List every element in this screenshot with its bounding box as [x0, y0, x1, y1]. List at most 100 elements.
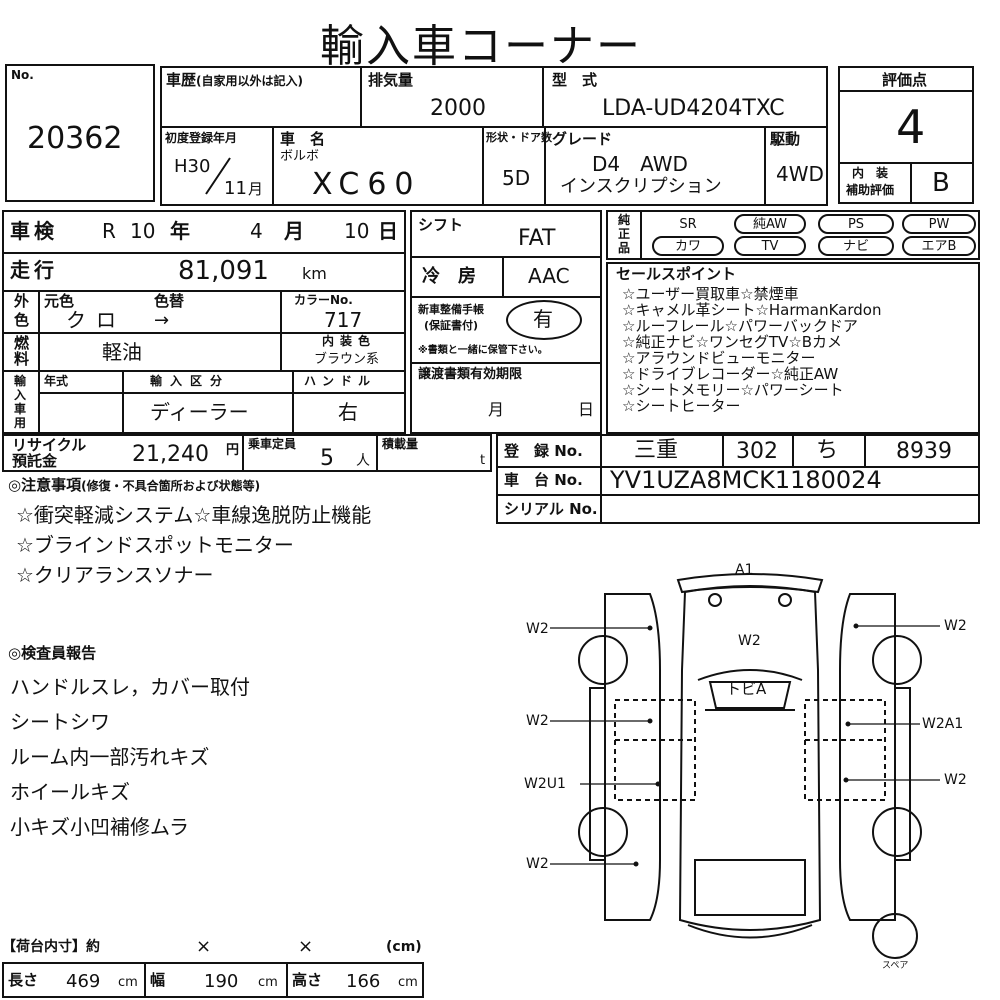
shaken-year: 10 — [130, 219, 156, 243]
diagram-right-mark-3: W2 — [944, 772, 967, 788]
import-side-2: 入 — [14, 388, 27, 402]
import-side-3: 車 — [14, 402, 27, 416]
car-maker: ボルボ — [280, 149, 320, 164]
note-line: ☆衝突軽減システム☆車線逸脱防止機能 — [16, 503, 372, 527]
capacity-unit: 人 — [356, 453, 370, 469]
first-reg-month: 11 — [224, 178, 247, 199]
recycle-label1: リサイクル — [12, 436, 87, 454]
diagram-spare-label: スペア — [882, 961, 909, 971]
ext-color-side1: 外 — [14, 292, 30, 310]
score-box: 評価点 4 内 装 補助評価 B — [838, 66, 974, 204]
interior-score-value: B — [932, 168, 950, 198]
fuel-side1: 燃 — [14, 334, 30, 352]
notes-heading: ◎注意事項(修復・不具合箇所および状態等) — [8, 476, 261, 494]
aircon-value: AAC — [528, 264, 570, 288]
diagram-right-mark-1: W2 — [944, 618, 967, 634]
equip-ps: PS — [818, 214, 894, 234]
color-no-label: カラーNo. — [294, 293, 353, 307]
model-type-value: LDA-UD4204TXC — [602, 96, 785, 121]
sales-point-line: ☆ドライブレコーダー☆純正AW — [622, 365, 839, 383]
handle-label: ハンドル — [304, 374, 377, 388]
import-side-1: 輸 — [14, 374, 27, 388]
interior-score-label1: 内 装 — [852, 166, 889, 180]
fuel-value: 軽油 — [102, 340, 142, 364]
displacement-value: 2000 — [430, 96, 486, 121]
cargo-x1: × — [196, 936, 212, 957]
equip-navi: ナビ — [818, 236, 894, 256]
capacity-value: 5 — [320, 446, 334, 471]
equip-side-1: 純 — [618, 213, 631, 227]
lot-number-box: No. 20362 — [5, 64, 155, 202]
serial-label: シリアル No. — [504, 500, 598, 518]
shaken-month: 4 — [250, 219, 263, 243]
vehicle-info-block: 車歴(自家用以外は記入) 排気量 2000 型 式 LDA-UD4204TXC … — [160, 66, 828, 206]
displacement-label: 排気量 — [368, 71, 414, 89]
diagram-right-mark-2: W2A1 — [922, 716, 964, 732]
sales-point-line: ☆ユーザー買取車☆禁煙車 — [622, 285, 799, 303]
interior-color-value: ブラウン系 — [314, 352, 380, 367]
inspector-list: ハンドルスレ，カバー取付 シートシワ ルーム内一部汚れキズ ホイールキズ 小キズ… — [10, 670, 250, 845]
registration-label: 登 録 No. — [504, 442, 583, 460]
load-label: 積載量 — [382, 437, 419, 451]
no-label: No. — [11, 68, 34, 82]
cargo-x2: × — [298, 936, 314, 957]
transfer-doc-month: 月 — [488, 400, 505, 419]
registration-block: 登 録 No. 三重 302 ち 8939 車 台 No. YV1UZA8MCK… — [496, 434, 980, 524]
interior-score-label2: 補助評価 — [846, 183, 895, 197]
sales-points-label: セールスポイント — [616, 265, 737, 283]
equipment-block: 純 正 品 SR 純AW PS PW カワ TV ナビ エアB — [606, 210, 980, 260]
import-kind-label: 輸入区分 — [150, 374, 231, 388]
ext-color-side2: 色 — [14, 311, 30, 329]
mileage-value: 81,091 — [178, 256, 269, 286]
sales-point-line: ☆純正ナビ☆ワンセグTV☆Bカメ — [622, 333, 843, 351]
registration-class: 302 — [736, 439, 778, 464]
cargo-header: 【荷台内寸】約 — [2, 939, 100, 955]
sales-point-line: ☆キャメル革シート☆HarmanKardon — [622, 301, 882, 319]
recycle-value: 21,240 — [132, 442, 209, 467]
equip-side-2: 正 — [618, 227, 631, 241]
import-year-label: 年式 — [44, 374, 69, 388]
load-unit: t — [480, 453, 486, 468]
sales-point-line: ☆アラウンドビューモニター — [622, 349, 816, 367]
shaken-day-unit: 日 — [378, 219, 398, 243]
shift-value: FAT — [518, 226, 556, 251]
note-line: ☆ブラインドスポットモニター — [16, 533, 294, 557]
equip-pw: PW — [902, 214, 976, 234]
inspector-line: ハンドルスレ，カバー取付 — [10, 675, 250, 699]
change-color-value: → — [154, 310, 170, 331]
aircon-label: 冷 房 — [422, 266, 476, 287]
shaken-month-unit: 月 — [284, 219, 304, 243]
registration-kana: ち — [816, 438, 839, 463]
shape-door-label: 形状・ドア数 — [486, 131, 552, 144]
transfer-doc-label: 譲渡書類有効期限 — [418, 367, 523, 382]
lot-number: 20362 — [27, 121, 123, 156]
inspector-heading: ◎検査員報告 — [8, 644, 97, 662]
shift-label: シフト — [418, 216, 464, 234]
cargo-width: 190 — [204, 971, 239, 992]
equip-jun-aw: 純AW — [734, 214, 806, 234]
diagram-left-mark-4: W2 — [526, 856, 549, 872]
registration-number: 8939 — [896, 439, 952, 464]
diagram-left-mark-3: W2U1 — [524, 776, 566, 792]
drive-label: 駆動 — [770, 130, 801, 148]
first-reg-month-unit: 月 — [248, 180, 264, 198]
inspector-line: シートシワ — [10, 710, 110, 734]
cargo-height-unit: cm — [398, 975, 418, 990]
score-value: 4 — [896, 100, 926, 154]
diagram-roof-box-mark: トビA — [726, 680, 767, 698]
history-label: 車歴(自家用以外は記入) — [166, 71, 303, 89]
transfer-doc-day: 日 — [578, 400, 595, 419]
grade-line1: D4 AWD — [592, 152, 688, 176]
maint-book-value: 有 — [533, 307, 553, 331]
maint-book-note: ※書類と一緒に保管下さい。 — [418, 345, 548, 356]
cargo-height-label: 高さ — [292, 971, 323, 989]
diagram-left-mark-1: W2 — [526, 621, 549, 637]
equip-sr: SR — [679, 217, 697, 232]
shaken-day: 10 — [344, 219, 370, 243]
equip-tv: TV — [734, 236, 806, 256]
handle-value: 右 — [338, 400, 358, 424]
orig-color-label: 元色 — [44, 292, 75, 310]
details-middle-block: シフト FAT 冷 房 AAC 新車整備手帳 (保証書付) 有 ※書類と一緒に保… — [410, 210, 602, 434]
first-reg-label: 初度登録年月 — [165, 131, 238, 145]
chassis-value: YV1UZA8MCK1180024 — [610, 466, 882, 494]
